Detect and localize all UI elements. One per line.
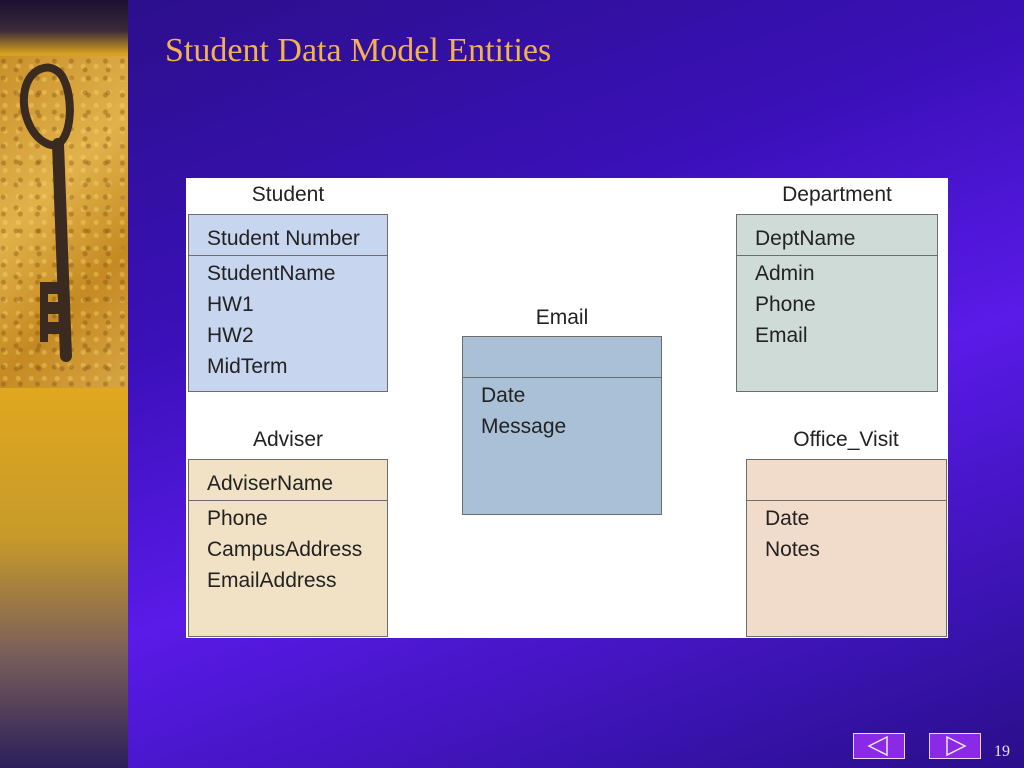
attribute: Date [481,384,526,407]
entity-title-department: Department [782,183,892,206]
entity-student: Student Number StudentName HW1 HW2 MidTe… [188,214,388,392]
entity-office-visit: Date Notes [746,459,947,637]
entity-email: Date Message [462,336,662,515]
entity-attributes-office-visit: Date Notes [747,501,946,565]
entity-title-office-visit: Office_Visit [793,428,899,451]
next-slide-button[interactable] [929,733,981,759]
attribute: Phone [207,507,268,530]
entity-key-email [463,337,661,378]
entity-key-adviser: AdviserName [189,460,387,501]
previous-slide-button[interactable] [853,733,905,759]
triangle-right-icon [946,735,967,757]
entity-diagram: Student Student Number StudentName HW1 H… [186,178,948,638]
entity-title-email: Email [535,306,589,329]
attribute: HW2 [207,324,254,347]
attribute: StudentName [207,262,336,285]
entity-adviser: AdviserName Phone CampusAddress EmailAdd… [188,459,388,637]
left-decorative-strip [0,0,128,768]
key-photo [0,56,128,388]
entity-key-office-visit [747,460,946,501]
entity-attributes-email: Date Message [463,378,661,442]
attribute: Notes [765,538,820,561]
attribute: EmailAddress [207,569,337,592]
entity-title-student: Student [251,183,325,206]
attribute: Email [755,324,808,347]
attribute: Message [481,415,567,438]
slide-title: Student Data Model Entities [165,32,552,69]
entity-department: DeptName Admin Phone Email [736,214,938,392]
triangle-left-icon [867,735,888,757]
entity-title-adviser: Adviser [252,428,324,451]
key-icon [19,63,74,362]
entity-key-student: Student Number [189,215,387,256]
attribute: HW1 [207,293,254,316]
attribute: Date [765,507,810,530]
attribute: MidTerm [207,355,288,378]
page-number: 19 [994,743,1010,760]
entity-attributes-adviser: Phone CampusAddress EmailAddress [189,501,387,596]
entity-attributes-department: Admin Phone Email [737,256,937,351]
entity-attributes-student: StudentName HW1 HW2 MidTerm [189,256,387,382]
attribute: Phone [755,293,816,316]
attribute: Admin [755,262,815,285]
entity-key-department: DeptName [737,215,937,256]
attribute: CampusAddress [207,538,363,561]
